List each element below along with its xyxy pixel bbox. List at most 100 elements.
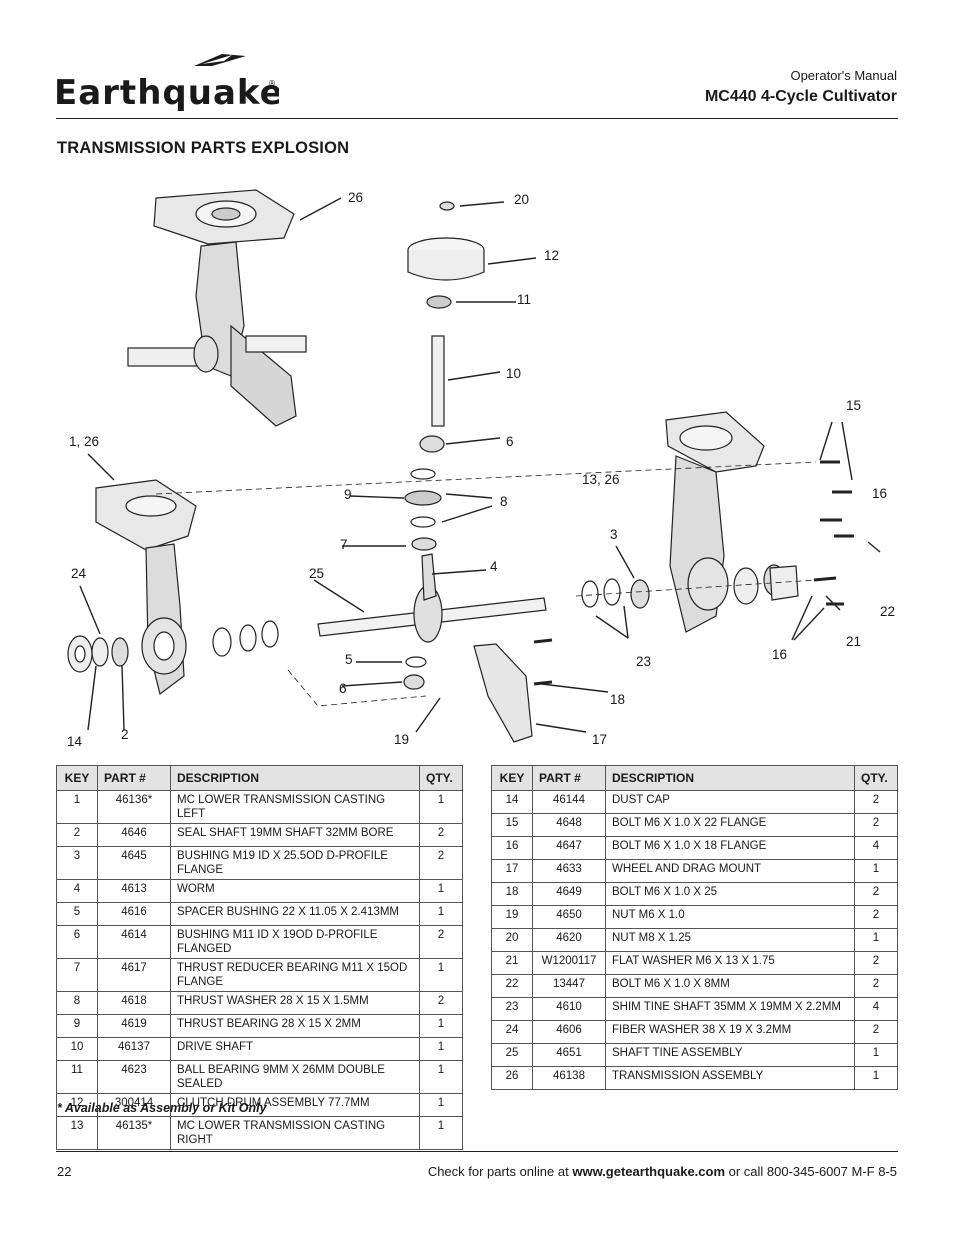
qty-cell: 1 — [419, 879, 463, 903]
part-number-cell: 4616 — [97, 902, 171, 926]
part-number-cell: 4613 — [97, 879, 171, 903]
callout-label: 7 — [340, 537, 348, 552]
footnote: * Available as Assembly or Kit Only — [57, 1101, 267, 1115]
key-cell: 18 — [491, 882, 533, 906]
key-cell: 21 — [491, 951, 533, 975]
page-number: 22 — [57, 1164, 72, 1179]
description-cell: FLAT WASHER M6 X 13 X 1.75 — [605, 951, 855, 975]
key-cell: 13 — [56, 1116, 98, 1150]
part-number-cell: 4647 — [532, 836, 606, 860]
description-cell: FIBER WASHER 38 X 19 X 3.2MM — [605, 1020, 855, 1044]
description-cell: MC LOWER TRANSMISSION CASTING RIGHT — [170, 1116, 420, 1150]
callout-label: 18 — [610, 692, 626, 707]
qty-cell: 2 — [854, 882, 898, 906]
callout-label: 25 — [309, 566, 325, 581]
qty-cell: 2 — [854, 974, 898, 998]
callout-label: 15 — [846, 398, 862, 413]
section-title: TRANSMISSION PARTS EXPLOSION — [57, 139, 350, 157]
part-header: PART # — [532, 765, 606, 791]
part-number-cell: 4614 — [97, 925, 171, 959]
description-cell: TRANSMISSION ASSEMBLY — [605, 1066, 855, 1090]
callout-label: 19 — [394, 732, 410, 747]
qty-cell: 2 — [419, 991, 463, 1015]
footer-divider — [56, 1151, 898, 1152]
part-number-cell: W1200117 — [532, 951, 606, 975]
key-cell: 12 — [56, 1093, 98, 1117]
model-title: MC440 4-Cycle Cultivator — [704, 88, 897, 105]
footer-text-before: Check for parts online at — [427, 1164, 573, 1179]
svg-text:Earthquake: Earthquake — [54, 73, 279, 112]
callout-label: 22 — [880, 604, 896, 619]
callout-label: 10 — [506, 366, 522, 381]
key-cell: 2 — [56, 823, 98, 847]
footer-text: Check for parts online at www.getearthqu… — [428, 1164, 897, 1179]
header-divider — [56, 118, 898, 119]
part-number-cell: 46138 — [532, 1066, 606, 1090]
qty-cell: 4 — [854, 997, 898, 1021]
left-casting-part — [95, 479, 197, 696]
description-cell: WHEEL AND DRAG MOUNT — [605, 859, 855, 883]
key-cell: 7 — [56, 958, 98, 992]
description-cell: SPACER BUSHING 22 X 11.05 X 2.413MM — [170, 902, 420, 926]
key-cell: 10 — [56, 1037, 98, 1061]
qty-header: QTY. — [419, 765, 463, 791]
part-number-cell: 4606 — [532, 1020, 606, 1044]
description-cell: SHIM TINE SHAFT 35MM X 19MM X 2.2MM — [605, 997, 855, 1021]
description-cell: BALL BEARING 9MM X 26MM DOUBLE SEALED — [170, 1060, 420, 1094]
callout-label: 12 — [544, 248, 560, 263]
callout-label: 4 — [490, 559, 498, 574]
description-cell: BUSHING M19 ID X 25.5OD D-PROFILE FLANGE — [170, 846, 420, 880]
qty-cell: 2 — [419, 823, 463, 847]
transmission-explosion-diagram: 26 20 12 11 10 1, 26 6 15 9 8 13, 26 16 … — [56, 176, 906, 756]
description-cell: MC LOWER TRANSMISSION CASTING LEFT — [170, 790, 420, 824]
description-cell: BOLT M6 X 1.0 X 18 FLANGE — [605, 836, 855, 860]
description-cell: THRUST BEARING 28 X 15 X 2MM — [170, 1014, 420, 1038]
callout-label: 11 — [517, 292, 532, 307]
qty-cell: 1 — [419, 1116, 463, 1150]
qty-cell: 2 — [854, 813, 898, 837]
description-cell: CLUTCH DRUM ASSEMBLY 77.7MM — [170, 1093, 420, 1117]
qty-cell: 4 — [854, 836, 898, 860]
website-link[interactable]: www.getearthquake.com — [572, 1164, 726, 1179]
key-cell: 4 — [56, 879, 98, 903]
part-number-cell: 4617 — [97, 958, 171, 992]
callout-label: 14 — [67, 734, 83, 749]
part-number-cell: 4619 — [97, 1014, 171, 1038]
key-cell: 15 — [491, 813, 533, 837]
key-header: KEY — [491, 765, 533, 791]
description-header: DESCRIPTION — [605, 765, 855, 791]
qty-cell: 1 — [419, 1037, 463, 1061]
qty-cell: 1 — [419, 1093, 463, 1117]
qty-cell: 1 — [419, 790, 463, 824]
part-number-cell: 46144 — [532, 790, 606, 814]
key-cell: 3 — [56, 846, 98, 880]
description-cell: THRUST REDUCER BEARING M11 X 15OD FLANGE — [170, 958, 420, 992]
key-cell: 14 — [491, 790, 533, 814]
description-cell: BOLT M6 X 1.0 X 8MM — [605, 974, 855, 998]
description-cell: NUT M8 X 1.25 — [605, 928, 855, 952]
description-cell: SHAFT TINE ASSEMBLY — [605, 1043, 855, 1067]
callout-label: 6 — [506, 434, 514, 449]
qty-cell: 1 — [854, 1066, 898, 1090]
description-cell: THRUST WASHER 28 X 15 X 1.5MM — [170, 991, 420, 1015]
description-header: DESCRIPTION — [170, 765, 420, 791]
qty-cell: 1 — [854, 859, 898, 883]
callout-label: 8 — [500, 494, 508, 509]
footer-text-after: or call 800-345-6007 M-F 8-5 — [725, 1164, 897, 1179]
key-cell: 17 — [491, 859, 533, 883]
transmission-assembly-part — [127, 189, 307, 427]
